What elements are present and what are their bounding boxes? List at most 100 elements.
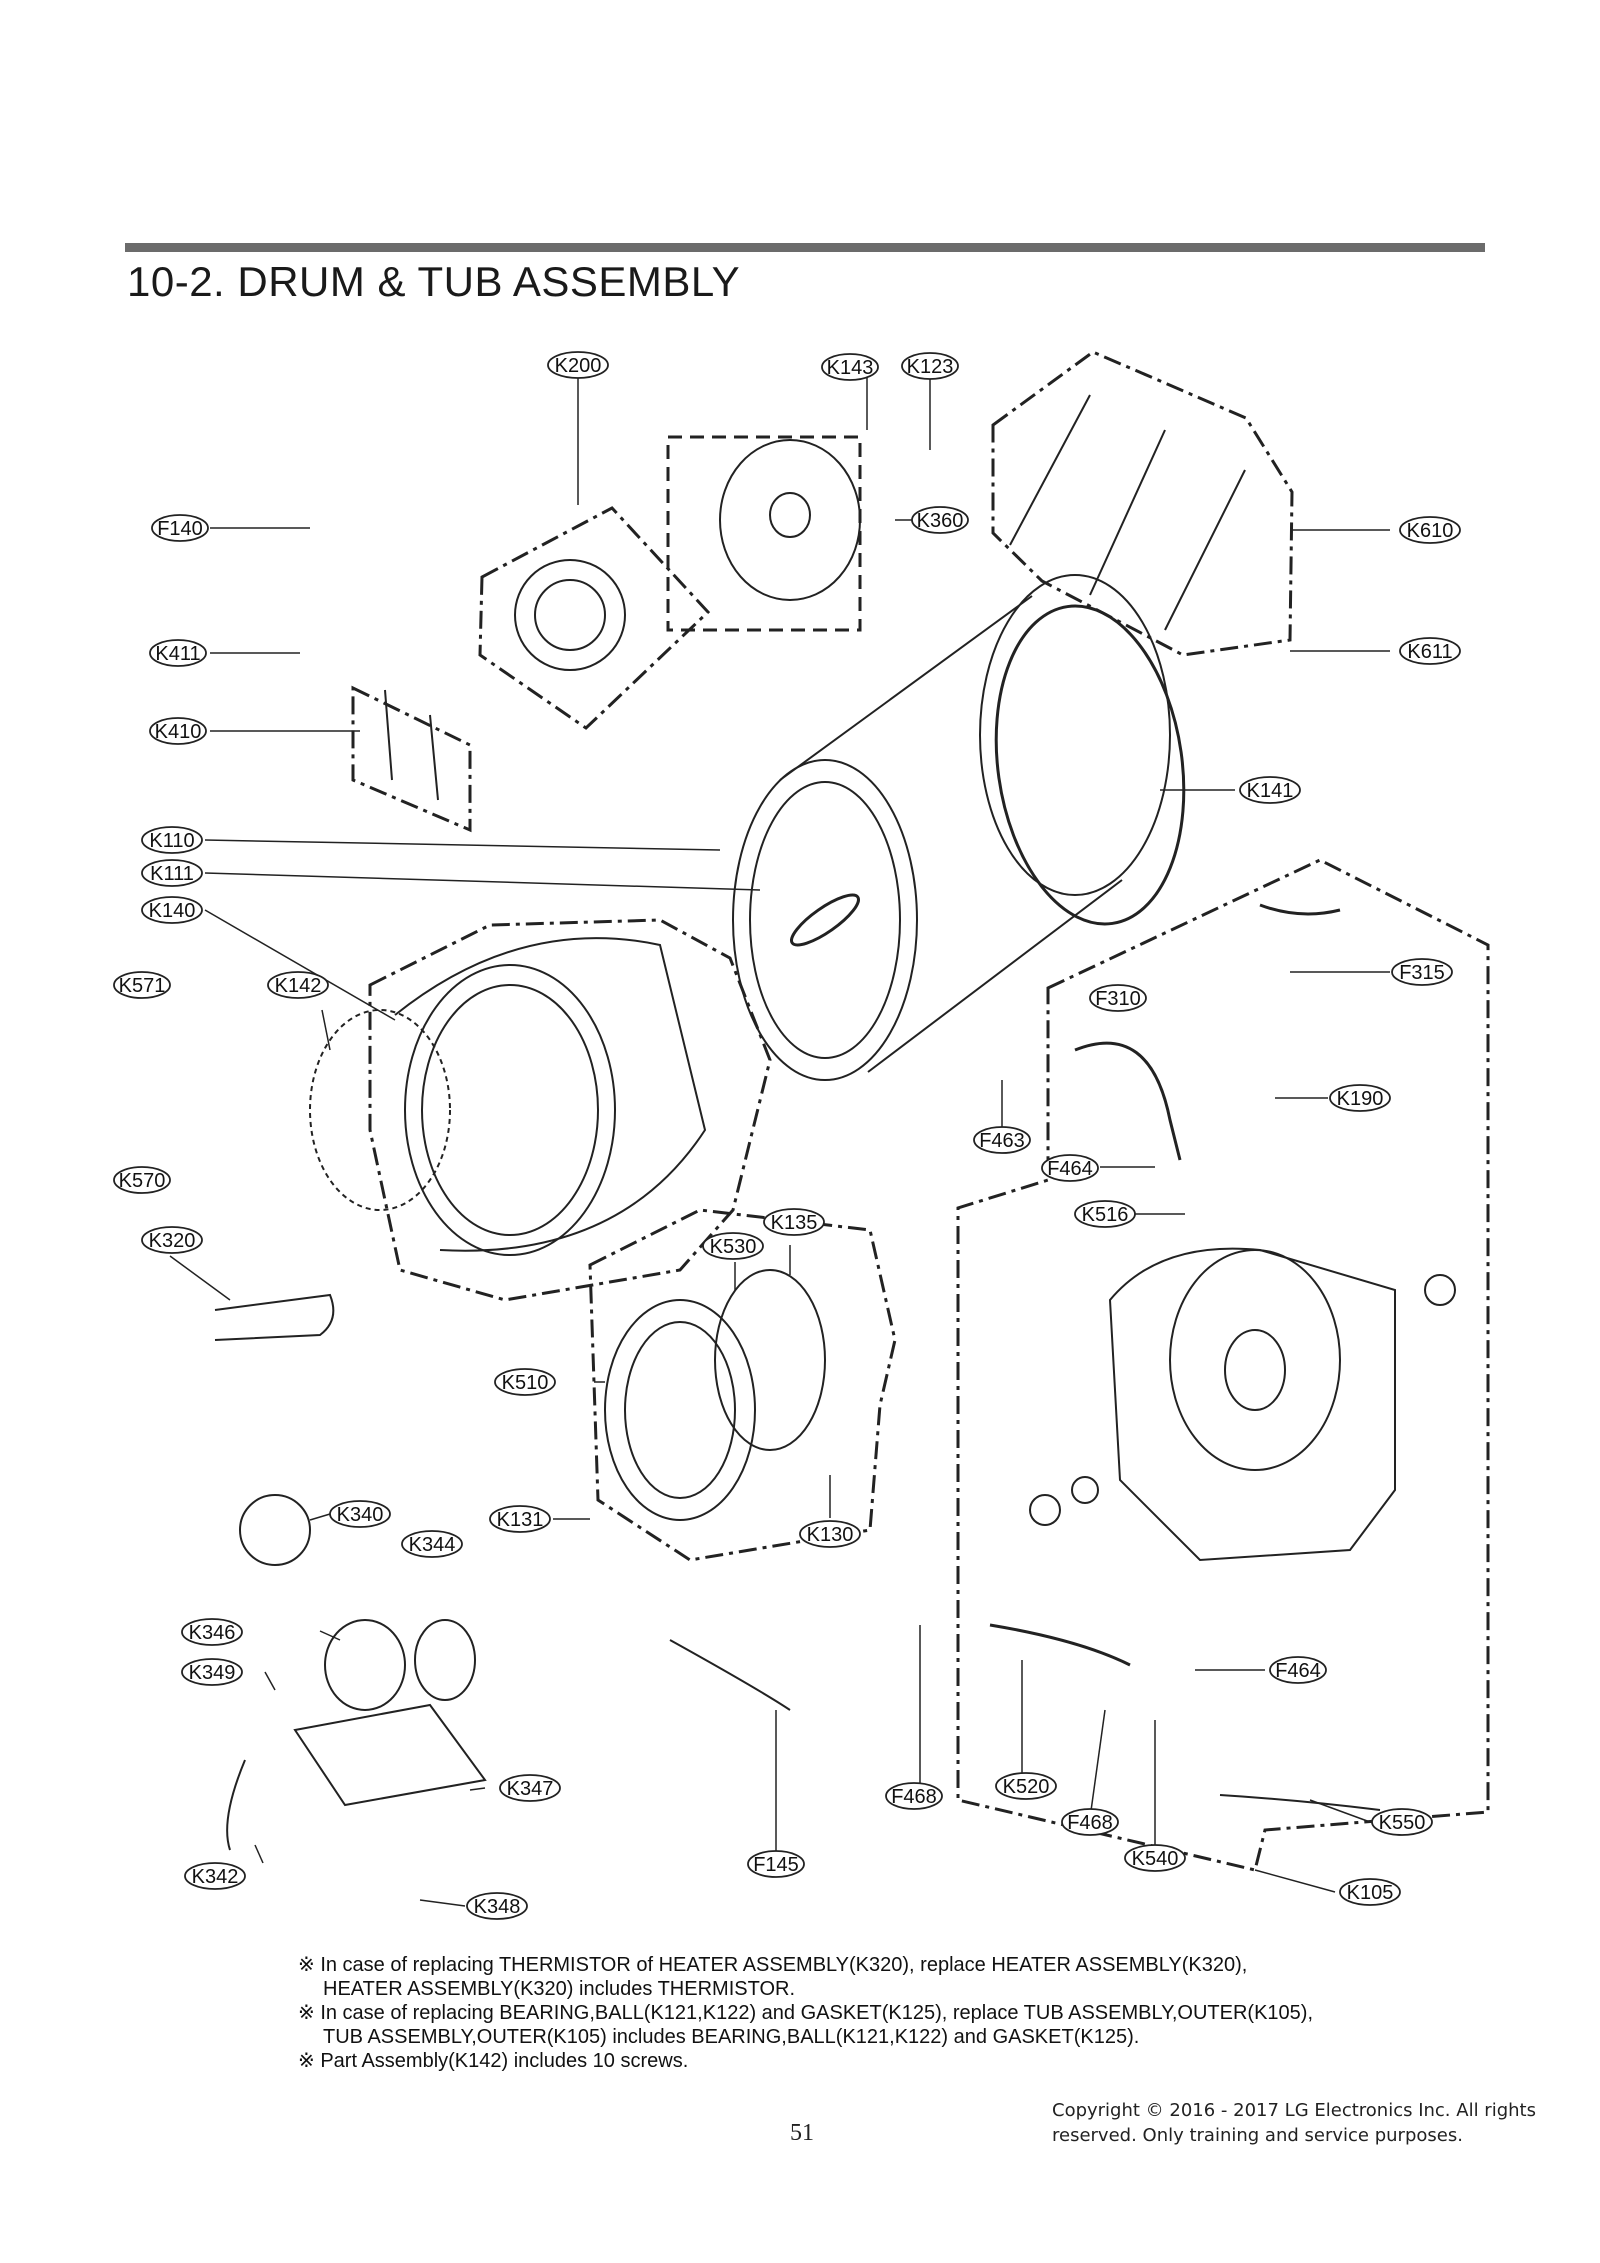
svg-text:K610: K610 [1407,520,1454,542]
svg-text:K611: K611 [1407,641,1452,663]
part-label-f468-right: F468 [1061,1808,1119,1836]
part-label-k342: K342 [184,1862,246,1890]
svg-text:K123: K123 [907,356,954,378]
svg-text:K135: K135 [771,1212,818,1234]
part-label-k570: K570 [113,1166,171,1194]
svg-text:K131: K131 [497,1509,544,1531]
part-label-k110: K110 [141,826,203,854]
part-label-k143: K143 [821,353,879,381]
part-label-k105: K105 [1339,1878,1401,1906]
k360-group-boundary [666,435,862,632]
k105-group-boundary [956,858,1490,1872]
part-label-k123: K123 [901,352,959,380]
pump-drawing [239,1494,487,1807]
svg-text:K320: K320 [149,1230,196,1252]
part-label-k141: K141 [1239,776,1301,804]
part-label-k140: K140 [141,896,203,924]
part-label-k347: K347 [499,1774,561,1802]
part-label-k550: K550 [1371,1808,1433,1836]
note-line: ※ In case of replacing BEARING,BALL(K121… [298,2002,1314,2024]
part-label-k611: K611 [1399,637,1461,665]
part-label-k320: K320 [141,1226,203,1254]
svg-text:F140: F140 [157,518,203,540]
part-label-k360: K360 [911,506,969,534]
svg-text:F145: F145 [753,1854,799,1876]
svg-text:K349: K349 [189,1662,236,1684]
svg-text:F315: F315 [1399,962,1445,984]
svg-text:F463: F463 [979,1130,1025,1152]
part-label-k190: K190 [1329,1084,1391,1112]
svg-text:F464: F464 [1047,1158,1093,1180]
k410-group-boundary [351,685,472,833]
part-label-callouts: K200 K143 K123 K360 K610 K611 F140 K411 … [113,351,1461,1920]
gasket-drawing [604,1269,826,1521]
svg-text:K570: K570 [119,1170,166,1192]
svg-text:F464: F464 [1275,1660,1321,1682]
part-label-k516: K516 [1074,1200,1136,1228]
heater-drawing [214,1293,335,1341]
part-label-k510: K510 [494,1368,556,1396]
copyright-line: Copyright © 2016 - 2017 LG Electronics I… [1052,2100,1536,2121]
hoses-drawing [226,903,1381,1851]
svg-text:K141: K141 [1247,780,1294,802]
note-line: HEATER ASSEMBLY(K320) includes THERMISTO… [323,1978,796,2000]
svg-text:K346: K346 [189,1622,236,1644]
svg-text:K105: K105 [1347,1882,1394,1904]
svg-text:K520: K520 [1003,1776,1050,1798]
svg-text:K200: K200 [555,355,602,377]
part-label-k349: K349 [181,1658,243,1686]
part-label-k346: K346 [181,1618,243,1646]
svg-text:K340: K340 [337,1504,384,1526]
part-label-k130: K130 [799,1520,861,1548]
svg-text:F310: F310 [1095,988,1141,1010]
svg-text:K344: K344 [409,1534,456,1556]
part-label-k142: K142 [267,971,329,999]
shock-absorbers-drawing [1009,394,1246,631]
part-label-k610: K610 [1399,516,1461,544]
part-label-f468-left: F468 [885,1782,943,1810]
svg-text:F468: F468 [1067,1812,1113,1834]
note-line: ※ Part Assembly(K142) includes 10 screws… [298,2050,689,2072]
k140-group-boundary [368,918,772,1302]
svg-text:K347: K347 [507,1778,554,1800]
copyright-line: reserved. Only training and service purp… [1052,2125,1463,2146]
svg-text:K130: K130 [807,1524,854,1546]
part-label-k340: K340 [329,1500,391,1528]
springs-drawing [384,689,439,801]
page-number: 51 [790,2120,814,2146]
svg-text:K410: K410 [155,721,202,743]
part-label-k111: K111 [141,859,203,887]
note-line: TUB ASSEMBLY,OUTER(K105) includes BEARIN… [323,2026,1140,2048]
part-label-k348: K348 [466,1892,528,1920]
svg-text:K348: K348 [474,1896,521,1918]
replacement-notes: ※ In case of replacing THERMISTOR of HEA… [298,1953,1313,2073]
svg-text:K530: K530 [710,1236,757,1258]
part-label-f145: F145 [747,1850,805,1878]
front-tub-drawing [309,937,707,1256]
part-label-k520: K520 [995,1772,1057,1800]
part-label-f310: F310 [1089,984,1147,1012]
drum-drawing [732,574,1186,1081]
part-label-f315: F315 [1391,958,1453,986]
part-label-k344: K344 [401,1530,463,1558]
part-label-k135: K135 [763,1208,825,1236]
copyright-notice: Copyright © 2016 - 2017 LG Electronics I… [1052,2098,1536,2148]
part-label-k530: K530 [702,1232,764,1260]
outer-tub-drawing [1029,1247,1456,1562]
part-label-k540: K540 [1124,1844,1186,1872]
svg-text:K190: K190 [1337,1088,1384,1110]
svg-text:K342: K342 [192,1866,239,1888]
part-label-k200: K200 [547,351,609,379]
k510-group-boundary [588,1208,897,1562]
part-label-k411: K411 [149,639,207,667]
note-line: ※ In case of replacing THERMISTOR of HEA… [298,1954,1248,1976]
part-label-f463: F463 [973,1126,1031,1154]
svg-text:K110: K110 [149,830,194,852]
svg-text:K550: K550 [1379,1812,1426,1834]
svg-text:K510: K510 [502,1372,549,1394]
spider-hub-drawing [514,439,861,671]
part-label-f464-upper: F464 [1041,1154,1099,1182]
svg-text:K411: K411 [155,643,200,665]
part-label-k131: K131 [489,1505,551,1533]
